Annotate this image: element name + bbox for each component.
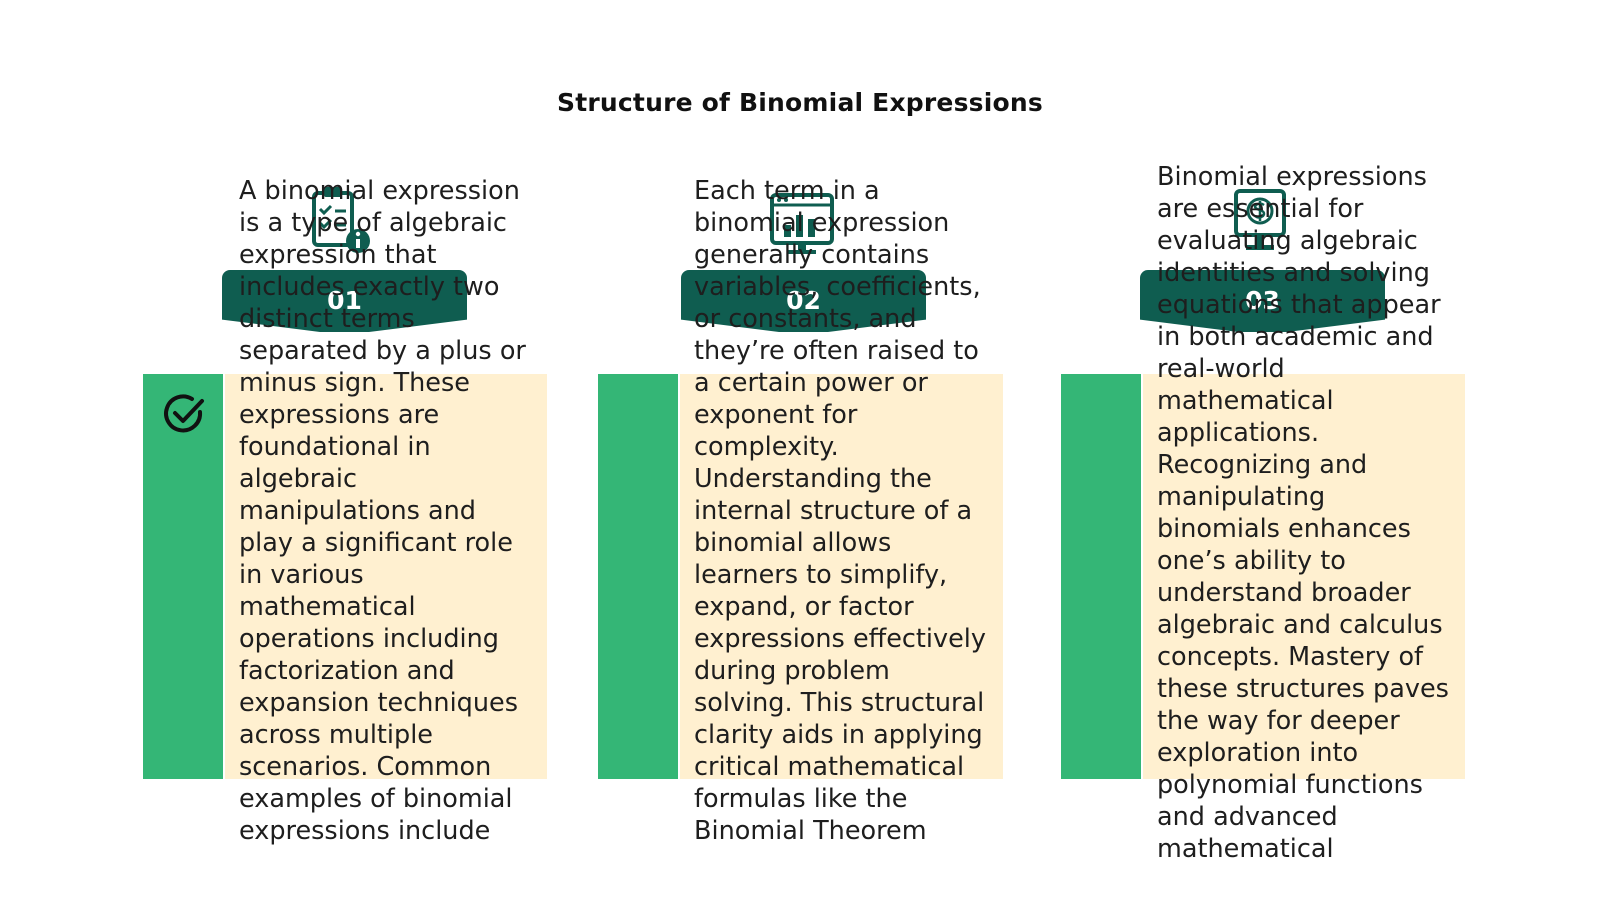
card-2-green-bar (598, 374, 678, 779)
card-3-panel (1143, 374, 1465, 779)
card-1-text: A binomial expression is a type of algeb… (239, 176, 526, 846)
money-monitor-icon (1234, 189, 1286, 250)
card-3-number-badge: 03 (1140, 270, 1385, 332)
card-1-green-bar (143, 374, 223, 779)
card-2-text: Each term in a binomial expression gener… (694, 176, 986, 846)
card-3-text: Binomial expressions are essential for e… (1157, 162, 1449, 864)
card-1-number-badge: 01 (222, 270, 467, 332)
check-circle-icon (164, 394, 204, 433)
slide-title: Structure of Binomial Expressions (557, 88, 1043, 117)
card-1-panel (225, 374, 547, 779)
clipboard-info-icon (312, 187, 370, 253)
card-2-panel (680, 374, 1003, 779)
bar-chart-window-icon (770, 193, 834, 254)
card-3-green-bar (1061, 374, 1141, 779)
card-2-number-badge: 02 (681, 270, 926, 332)
